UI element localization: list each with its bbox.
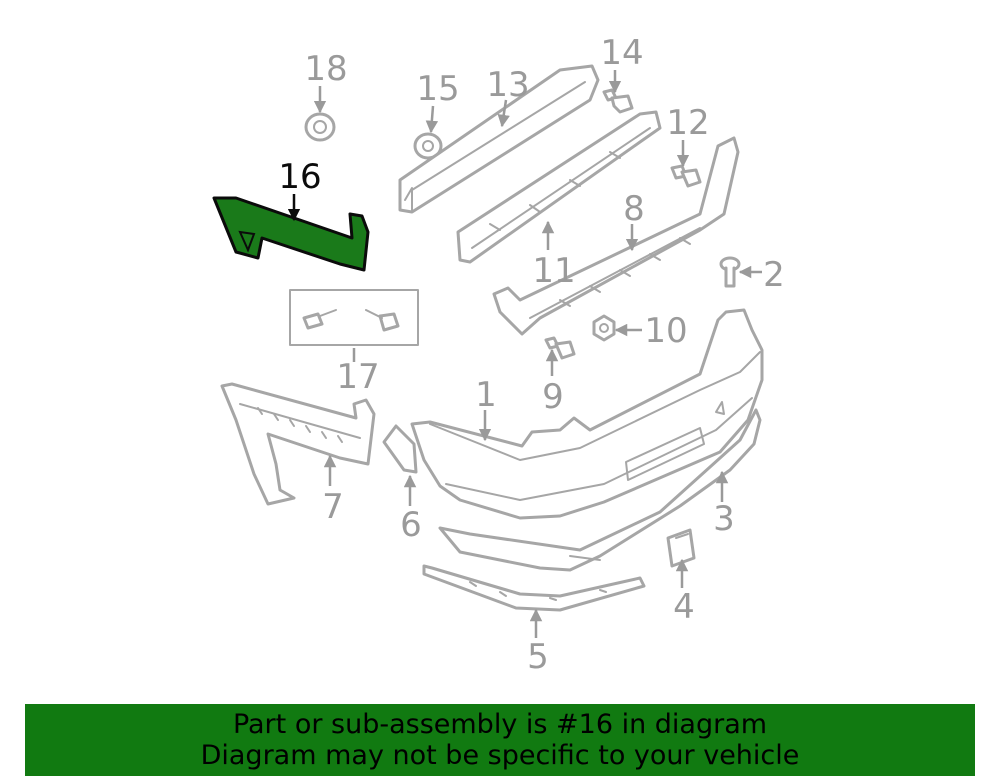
- part-2-pin: [719, 256, 741, 288]
- part-18-grommet: [304, 112, 336, 142]
- part-7-side-bracket: [220, 382, 376, 506]
- part-12-bolt: [670, 164, 702, 188]
- part-11-reinforcement: [456, 110, 662, 264]
- callout-labels: 18 15 13 14 12 8 11 2 10 9 16 17 1 7 6 3…: [278, 33, 784, 677]
- part-13-upper-absorber: [398, 64, 600, 214]
- part-16-bracket-highlighted: [212, 196, 370, 272]
- callout-9: 9: [542, 377, 564, 417]
- callout-6: 6: [400, 505, 422, 545]
- banner-line-2: Diagram may not be specific to your vehi…: [200, 740, 800, 771]
- callout-5: 5: [527, 637, 549, 677]
- exploded-parts-diagram: 18 15 13 14 12 8 11 2 10 9 16 17 1 7 6 3…: [212, 33, 785, 677]
- part-3-lower-valance: [438, 408, 762, 572]
- part-8-absorber: [492, 136, 740, 336]
- part-9-bolt: [544, 336, 576, 360]
- callout-7: 7: [322, 487, 344, 527]
- part-4-cover: [666, 528, 696, 568]
- callout-12: 12: [666, 103, 709, 143]
- info-banner: Part or sub-assembly is #16 in diagram D…: [25, 704, 975, 776]
- part-15-clip: [413, 132, 443, 160]
- callout-8: 8: [623, 189, 645, 229]
- callout-16: 16: [278, 157, 321, 197]
- callout-13: 13: [486, 65, 529, 105]
- callout-3: 3: [713, 499, 735, 539]
- callout-10: 10: [644, 311, 687, 351]
- part-17-bolt-kit: [289, 289, 419, 346]
- callout-1: 1: [475, 375, 497, 415]
- part-5-molding: [422, 564, 646, 612]
- callout-18: 18: [304, 49, 347, 89]
- callout-17: 17: [336, 357, 379, 397]
- part-6-trim: [382, 424, 418, 474]
- part-1-bumper-cover: [410, 308, 764, 520]
- callout-2: 2: [763, 255, 785, 295]
- leader-lines: [287, 70, 762, 638]
- part-14-bolt: [602, 88, 634, 114]
- callout-14: 14: [600, 33, 643, 73]
- banner-line-1: Part or sub-assembly is #16 in diagram: [232, 709, 768, 740]
- part-10-nut: [592, 314, 616, 342]
- callout-4: 4: [673, 587, 695, 627]
- callout-11: 11: [532, 251, 575, 291]
- callout-15: 15: [416, 69, 459, 109]
